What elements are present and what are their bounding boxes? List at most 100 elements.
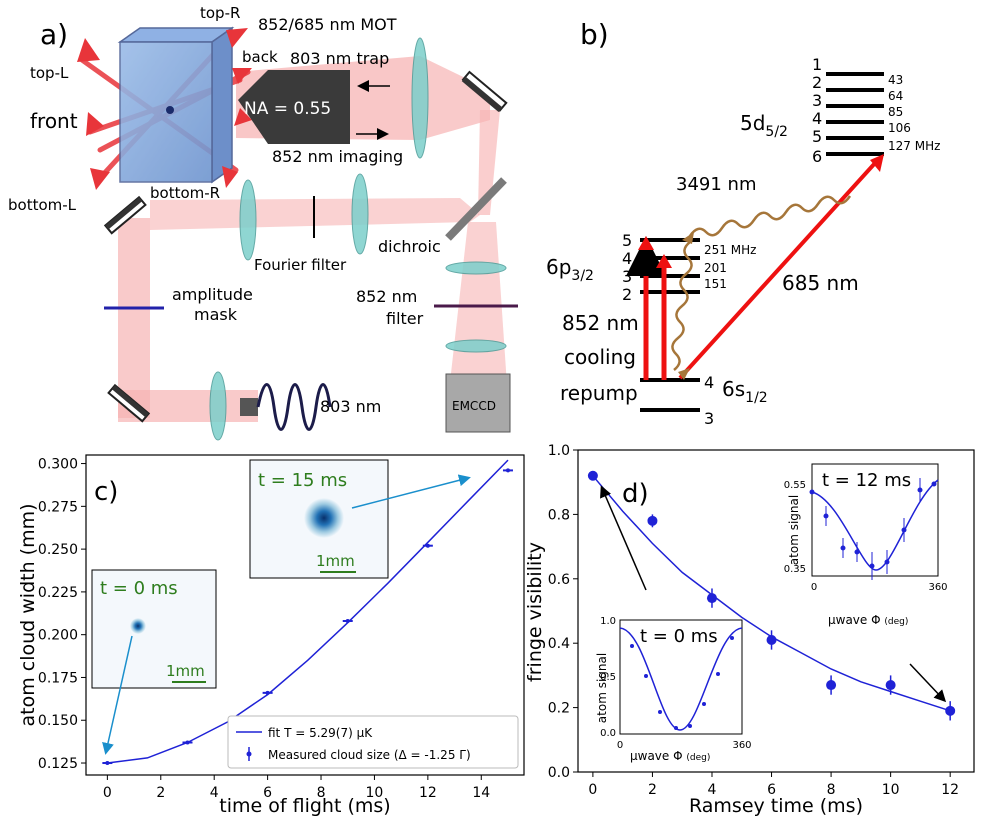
optical-fiber <box>256 383 332 431</box>
vertical-beam <box>118 218 150 418</box>
p-split-251: 251 MHz <box>704 243 756 257</box>
d-level-5: 5 <box>812 127 822 146</box>
panel-b: b) 1 2 3 4 5 6 43 64 85 106 127 MHz 5d5/… <box>546 18 940 428</box>
panel-a-label: a) <box>40 18 68 51</box>
emccd-label: EMCCD <box>452 399 496 413</box>
d-level-4: 4 <box>812 109 822 128</box>
s-level-3: 3 <box>704 409 714 428</box>
beam-label-top-r: top-R <box>200 4 240 22</box>
panel-d-ylabel: fringe visibility <box>524 542 546 682</box>
panel-c-data-point <box>185 740 190 745</box>
panel-d-xtick-label: 4 <box>708 782 717 798</box>
panel-c-legend <box>227 715 519 769</box>
panel-d-label: d) <box>622 479 649 509</box>
panel-c-data-point <box>505 468 510 473</box>
inset-15ms-time: t = 15 ms <box>258 470 347 491</box>
p-level-2: 2 <box>622 285 632 304</box>
panel-c-xtick-label: 6 <box>263 785 272 801</box>
panel-d-xlabel: Ramsey time (ms) <box>689 795 863 817</box>
inset-d-0ms-xtick-0: 0 <box>617 740 623 751</box>
panel-c-data-point <box>265 690 270 695</box>
panel-d-ytick-label: 0.8 <box>548 507 570 523</box>
panel-c-xtick-label: 8 <box>317 785 326 801</box>
dichroic-mirror <box>445 177 507 241</box>
panel-d-data-point <box>885 680 896 691</box>
panel-c-ytick-label: 0.300 <box>38 457 78 473</box>
cooling-label: cooling <box>564 345 636 369</box>
d-level-2: 2 <box>812 73 822 92</box>
panel-c-ytick-label: 0.150 <box>38 713 78 729</box>
inset-d-0ms <box>619 619 743 735</box>
panel-d-ytick-label: 0.2 <box>548 701 570 717</box>
685-label: 685 nm <box>782 271 859 295</box>
panel-c-ytick-label: 0.175 <box>38 670 78 686</box>
beam-label-back: back <box>242 48 278 66</box>
panel-c-ytick-label: 0.225 <box>38 585 78 601</box>
panel-c-ytick-label: 0.250 <box>38 542 78 558</box>
d-level-1: 1 <box>812 55 822 74</box>
panel-d-xtick-label: 2 <box>648 782 657 798</box>
inset-12ms-fit <box>811 479 939 571</box>
filter-word-label: filter <box>386 309 424 328</box>
d-manifold <box>826 72 884 156</box>
panel-c-xlabel: time of flight (ms) <box>219 795 390 817</box>
mirror-left-top <box>103 195 147 235</box>
3491-wavy <box>688 195 852 237</box>
panel-c-xtick-label: 14 <box>472 785 490 801</box>
panel-c-xtick-label: 12 <box>419 785 437 801</box>
685-arrow <box>678 160 878 380</box>
fiber-label: 803 nm <box>320 397 381 416</box>
mirror-top-right <box>461 70 508 113</box>
inset-0ms <box>91 569 217 689</box>
inset-0ms-pointer <box>102 635 133 755</box>
panel-d-data-point <box>587 470 598 481</box>
s-level-4: 4 <box>704 373 714 392</box>
panel-d-ytick-label: 0.0 <box>548 765 570 781</box>
685-arrow-head <box>870 154 884 172</box>
beam-to-mirror <box>420 56 490 140</box>
panel-c-data-point <box>425 543 430 548</box>
fiber-coupler <box>240 398 258 416</box>
d-level-3: 3 <box>812 91 822 110</box>
decay-arrow-head <box>678 368 690 380</box>
panel-c-ytick-label: 0.200 <box>38 628 78 644</box>
d-split-127: 127 MHz <box>888 139 940 153</box>
panel-c-ytick-label: 0.125 <box>38 756 78 772</box>
inset-15ms-pointer <box>351 474 471 509</box>
inset-d-0ms-xlabel: μwave Φ (deg) <box>630 749 710 763</box>
inset-12ms <box>811 463 939 577</box>
panel-d-pointer-12 <box>909 663 947 703</box>
panel-d-data-point <box>647 515 658 526</box>
inset-15ms-cloud <box>304 498 344 538</box>
filter-852-label: 852 nm <box>356 287 417 306</box>
panel-d-xtick-label: 6 <box>767 782 776 798</box>
filter-lens-bottom <box>445 339 507 353</box>
beam-label-bottom-l: bottom-L <box>8 196 77 214</box>
d-state-label: 5d5/2 <box>740 111 788 140</box>
inset-d-0ms-ytick-05: 0.5 <box>600 672 616 683</box>
panel-c-xtick-label: 2 <box>156 785 165 801</box>
inset-d-0ms-fit <box>619 627 743 731</box>
inset-12ms-ytick-055: 0.55 <box>784 480 806 491</box>
legend-meas-label: Measured cloud size (Δ = -1.25 Γ) <box>268 748 471 762</box>
fourier-lens-2 <box>351 173 369 255</box>
panel-c-fit-line <box>107 459 509 764</box>
beam-down <box>478 110 500 215</box>
fourier-label: Fourier filter <box>254 256 347 274</box>
panel-d-ytick-label: 0.6 <box>548 572 570 588</box>
inset-12ms-xtick-0: 0 <box>811 582 817 593</box>
repump-label: repump <box>560 381 638 405</box>
panel-c-data-point <box>345 618 350 623</box>
panel-c-data-point <box>105 761 110 766</box>
fourier-lens-1 <box>239 179 257 261</box>
mirror-left-bottom <box>107 383 151 423</box>
panel-c-marks <box>102 459 513 766</box>
inset-15ms-scale: 1mm <box>316 552 355 570</box>
panel-d-data-point <box>945 705 956 716</box>
legend-meas-marker <box>246 751 252 757</box>
beam-label-top-l: top-L <box>30 64 69 82</box>
p-level-3: 3 <box>622 267 632 286</box>
p-level-5: 5 <box>622 231 632 250</box>
